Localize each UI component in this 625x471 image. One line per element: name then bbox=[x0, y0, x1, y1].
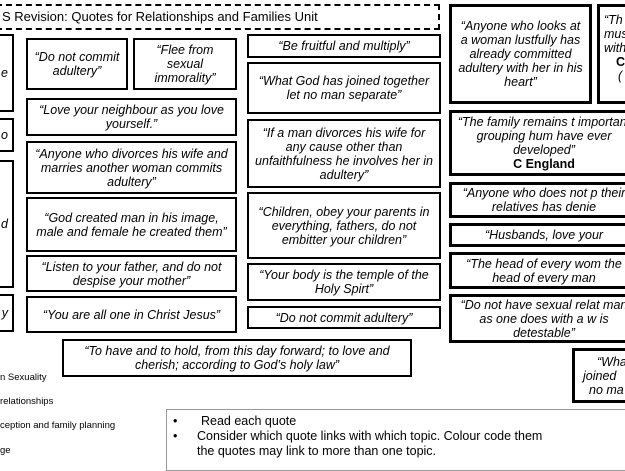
quote-text: “To have and to hold, from this day forw… bbox=[84, 344, 390, 372]
quote-box-one-in-christ: “You are all one in Christ Jesus” bbox=[26, 296, 237, 333]
quote-text: with bbox=[604, 41, 625, 55]
topic-item: ception and family planning bbox=[0, 420, 116, 431]
instruction-text: the quotes may link to more than one top… bbox=[197, 444, 437, 458]
quote-box-do-not-commit-2: “Do not commit adultery” bbox=[247, 306, 441, 329]
quote-text: “Flee from sexual immorality” bbox=[154, 43, 216, 85]
quote-text: o bbox=[1, 128, 8, 142]
instruction-text: Consider which quote links with which to… bbox=[197, 429, 543, 443]
quote-text: no ma bbox=[589, 382, 624, 397]
quote-text: “Anyone who divorces his wife and marrie… bbox=[35, 146, 228, 189]
quote-text: “You are all one in Christ Jesus” bbox=[42, 307, 221, 322]
quote-box-listen: “Listen to your father, and do not despi… bbox=[26, 255, 237, 292]
quote-text: “Anyone who looks at a woman lustfully h… bbox=[458, 19, 583, 89]
quote-text: joined bbox=[583, 368, 617, 383]
bullet-icon: • bbox=[173, 414, 178, 428]
quote-text: “Anyone who does not p their relatives h… bbox=[462, 186, 625, 214]
quote-box-left-3: d bbox=[0, 160, 14, 288]
quote-text: “Listen to your father, and do not despi… bbox=[41, 259, 222, 288]
quote-text: “Be fruitful and multiply” bbox=[278, 39, 410, 53]
quote-box-right-bottom: “Wha joined no ma bbox=[572, 348, 625, 403]
quote-text: e bbox=[1, 66, 8, 80]
quote-text: ( bbox=[618, 69, 623, 83]
instruction-text: Read each quote bbox=[201, 414, 297, 428]
bullet-spacer bbox=[173, 444, 197, 459]
bullet-icon: • bbox=[173, 429, 178, 443]
quote-text: “The family remains t important grouping… bbox=[457, 115, 625, 157]
quote-text: “Husbands, love your bbox=[484, 228, 604, 242]
quote-text: “Do not have sexual relat man as one doe… bbox=[460, 297, 625, 340]
quote-box-husbands: “Husbands, love your bbox=[449, 223, 625, 247]
quote-box-have-and-hold: “To have and to hold, from this day forw… bbox=[62, 339, 412, 377]
quote-box-man-divorces: “If a man divorces his wife for any caus… bbox=[247, 119, 441, 188]
quote-text: “If a man divorces his wife for any caus… bbox=[255, 125, 433, 182]
quote-text: “The head of every wom the head of every… bbox=[466, 256, 622, 285]
quote-box-left-1: e bbox=[0, 34, 14, 112]
quote-text: “What God has joined together let no man… bbox=[258, 74, 430, 102]
quote-text: “God created man in his image, male and … bbox=[36, 210, 227, 239]
topic-item: n Sexuality bbox=[0, 372, 47, 383]
quote-box-love-neighbour: “Love your neighbour as you love yoursel… bbox=[26, 98, 237, 136]
topic-item: ge bbox=[0, 445, 11, 456]
quote-text: “Do not commit adultery” bbox=[34, 50, 120, 78]
topic-item: relationships bbox=[0, 396, 54, 407]
instruction-row: • Read each quote bbox=[173, 414, 625, 429]
quote-box-left-2: o bbox=[0, 118, 14, 152]
quote-text: “Children, obey your parents in everythi… bbox=[258, 204, 430, 247]
quote-box-sexual-relations: “Do not have sexual relat man as one doe… bbox=[449, 294, 625, 343]
quote-author: C England bbox=[513, 157, 575, 171]
quote-box-created: “God created man in his image, male and … bbox=[26, 197, 237, 252]
quote-text: d bbox=[1, 217, 8, 231]
quote-text: y bbox=[1, 306, 8, 320]
quote-box-head-of-every: “The head of every wom the head of every… bbox=[449, 252, 625, 289]
instruction-row: the quotes may link to more than one top… bbox=[173, 444, 625, 459]
quote-box-flee: “Flee from sexual immorality” bbox=[133, 38, 237, 90]
quote-box-do-not-commit: “Do not commit adultery” bbox=[26, 38, 128, 90]
quote-text: “Wha bbox=[597, 354, 625, 369]
quote-text: “Do not commit adultery” bbox=[275, 310, 413, 325]
quote-box-right-top: “Th mus with C ( bbox=[597, 4, 625, 104]
quote-text: “Your body is the temple of the Holy Spi… bbox=[259, 268, 429, 296]
quote-text: “Th bbox=[604, 13, 623, 27]
quote-box-family-remains: “The family remains t important grouping… bbox=[449, 110, 625, 176]
quote-box-does-not-provide: “Anyone who does not p their relatives h… bbox=[449, 182, 625, 218]
quote-box-children: “Children, obey your parents in everythi… bbox=[247, 192, 441, 259]
quote-box-divorces-wife: “Anyone who divorces his wife and marrie… bbox=[26, 141, 237, 194]
quote-box-left-4: y bbox=[0, 294, 14, 332]
quote-text: mus bbox=[604, 27, 625, 41]
instructions-box: • Read each quote • Consider which quote… bbox=[166, 409, 625, 471]
quote-text: “Love your neighbour as you love yoursel… bbox=[39, 103, 224, 131]
quote-box-joined: “What God has joined together let no man… bbox=[247, 62, 441, 114]
quote-box-lustfully: “Anyone who looks at a woman lustfully h… bbox=[449, 4, 592, 104]
quote-box-fruitful: “Be fruitful and multiply” bbox=[247, 34, 441, 58]
quote-text: C bbox=[616, 55, 625, 69]
instruction-row: • Consider which quote links with which … bbox=[173, 429, 625, 444]
page-title: S Revision: Quotes for Relationships and… bbox=[0, 4, 440, 30]
quote-box-temple: “Your body is the temple of the Holy Spi… bbox=[247, 263, 441, 301]
